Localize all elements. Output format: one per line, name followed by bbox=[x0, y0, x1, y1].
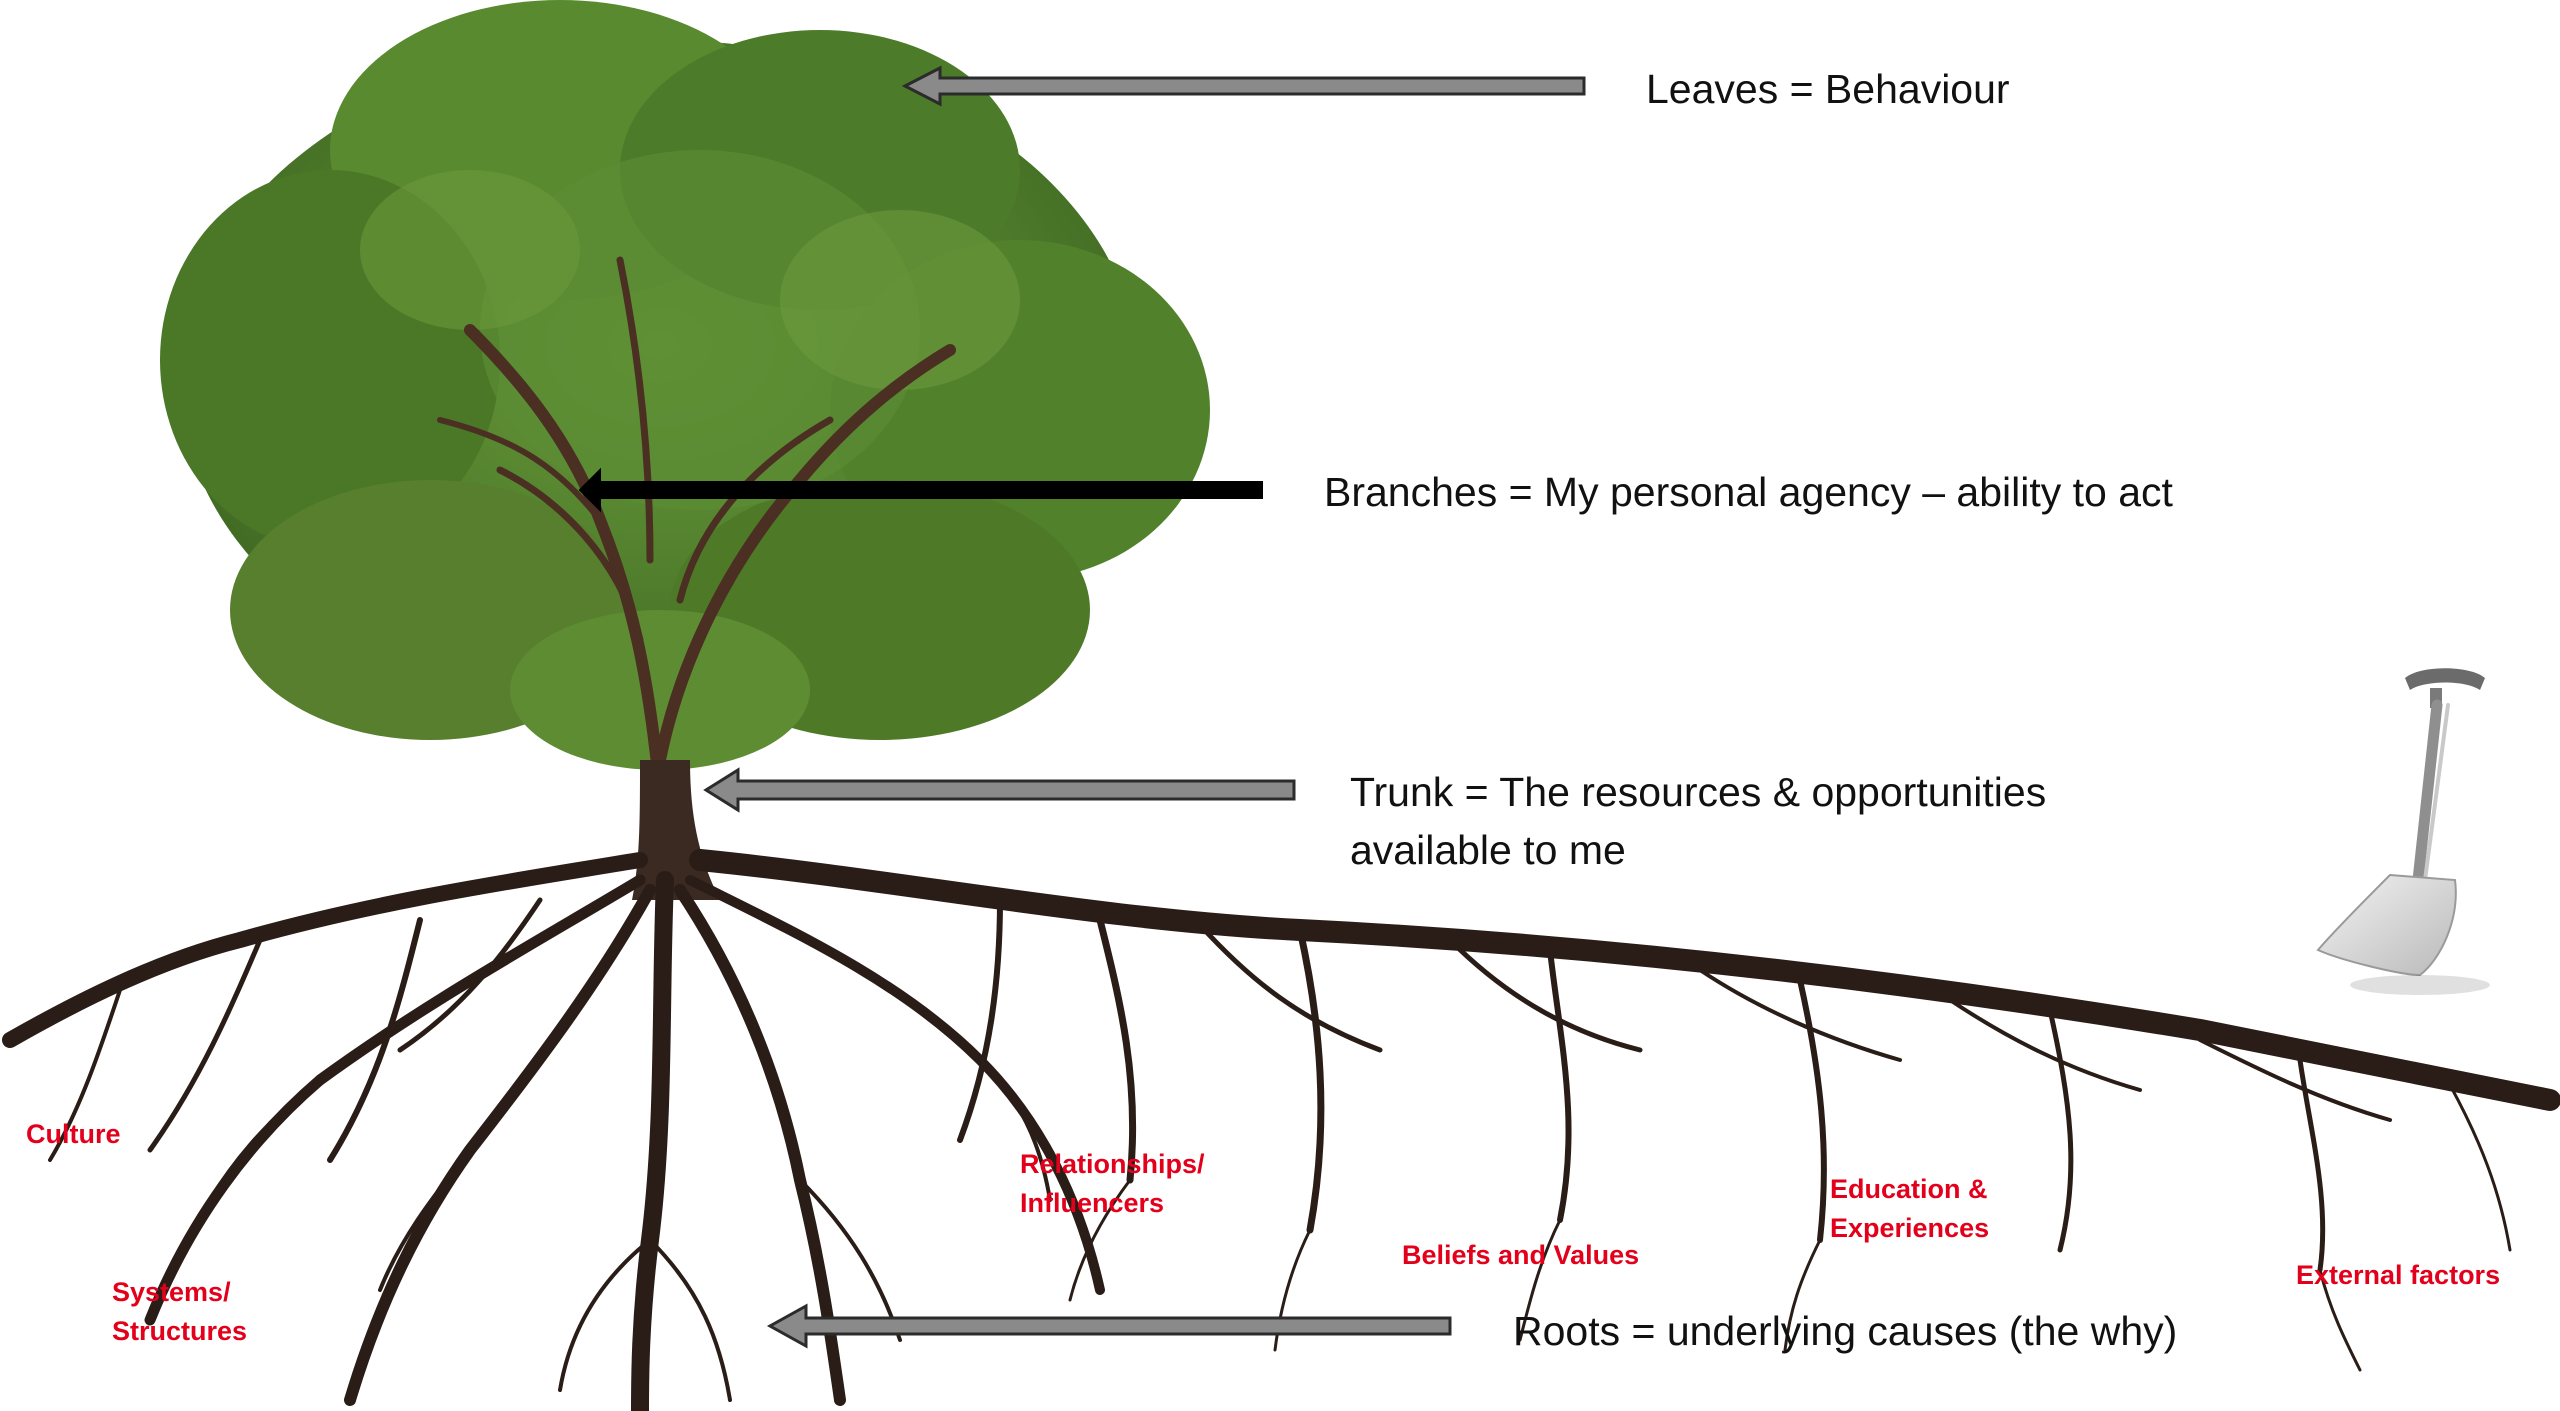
education-label-line1: Education & bbox=[1830, 1174, 1988, 1204]
canopy bbox=[160, 0, 1210, 770]
branches-arrow bbox=[578, 467, 1263, 513]
culture-label: Culture bbox=[26, 1119, 121, 1149]
roots-caption: Roots = underlying causes (the why) bbox=[1513, 1308, 2178, 1354]
external-factors-label: External factors bbox=[2296, 1260, 2501, 1290]
beliefs-label: Beliefs and Values bbox=[1402, 1240, 1640, 1270]
relationships-label-line2: Influencers bbox=[1020, 1188, 1165, 1218]
trunk-caption-line1: Trunk = The resources & opportunities bbox=[1350, 769, 2047, 815]
leaves-arrow bbox=[901, 65, 1586, 107]
education-label-line2: Experiences bbox=[1830, 1213, 1990, 1243]
shovel-icon bbox=[2316, 668, 2490, 995]
systems-label-line2: Structures bbox=[112, 1316, 248, 1346]
systems-label-line1: Systems/ bbox=[112, 1277, 231, 1307]
roots-arrow bbox=[766, 1303, 1452, 1349]
relationships-label-line1: Relationships/ bbox=[1020, 1149, 1205, 1179]
leaves-caption: Leaves = Behaviour bbox=[1646, 66, 2010, 112]
branches-caption: Branches = My personal agency – ability … bbox=[1324, 469, 2173, 515]
trunk-arrow bbox=[703, 767, 1296, 813]
roots bbox=[2, 849, 2560, 1411]
trunk-caption-line2: available to me bbox=[1350, 827, 1626, 873]
